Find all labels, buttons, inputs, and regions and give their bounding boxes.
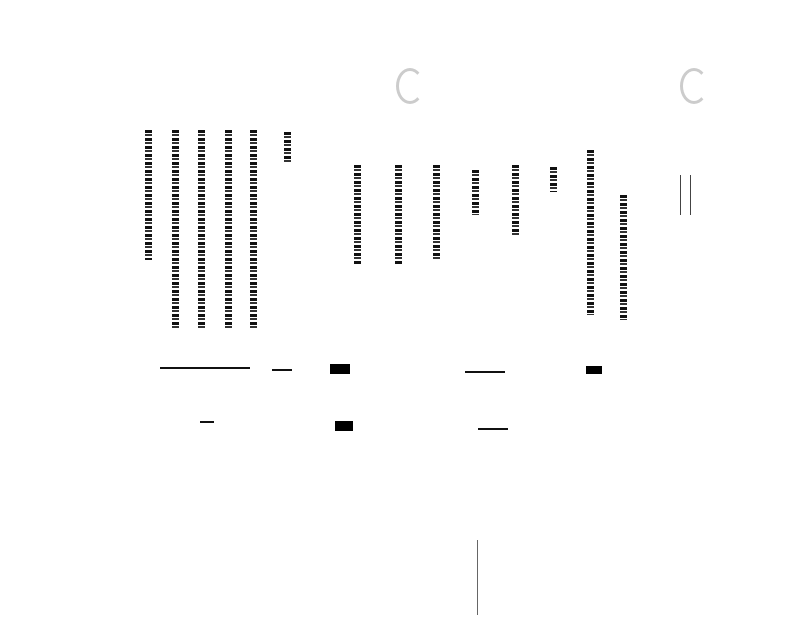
- rule-line: [272, 369, 292, 371]
- text-line: [587, 150, 594, 315]
- text-line: [620, 195, 627, 320]
- text-line: [395, 165, 402, 265]
- binder-hole: [396, 68, 424, 104]
- redaction-mark: [330, 364, 350, 374]
- text-line: [250, 130, 257, 330]
- rule-line: [478, 428, 508, 430]
- text-line: [145, 130, 152, 260]
- margin-line: [477, 540, 478, 615]
- text-line: [512, 165, 519, 235]
- text-line: [225, 130, 232, 330]
- margin-line: [680, 175, 681, 215]
- text-line: [472, 170, 479, 215]
- rule-line: [465, 371, 505, 373]
- redaction-mark: [586, 366, 602, 374]
- margin-line: [690, 175, 691, 215]
- text-line: [198, 130, 205, 330]
- text-line: [550, 167, 557, 192]
- redaction-mark: [335, 421, 353, 431]
- text-line: [354, 165, 361, 265]
- rule-line: [200, 421, 214, 423]
- text-line: [433, 165, 440, 260]
- binder-hole: [680, 68, 708, 104]
- text-line: [284, 132, 291, 164]
- rule-line: [160, 367, 250, 369]
- text-line: [172, 130, 179, 330]
